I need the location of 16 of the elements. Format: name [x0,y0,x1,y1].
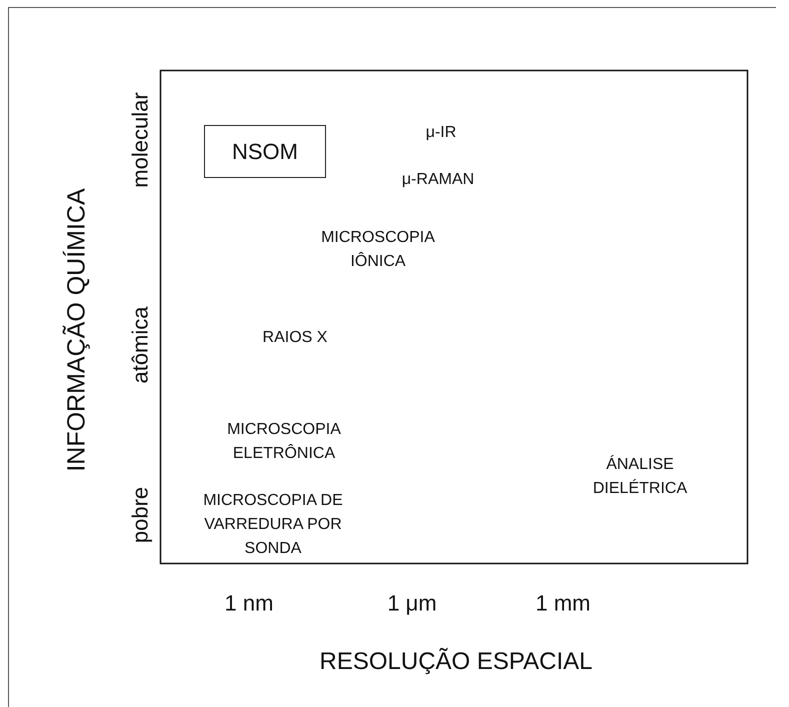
axis-title: RESOLUÇÃO ESPACIAL [320,646,592,677]
technique-label: MICROSCOPIA DE VARREDURA POR SONDA [202,491,344,559]
technique-label: μ-RAMAN [402,170,474,190]
technique-label: ÁNALISE DIELÉTRICA [592,454,688,499]
axis-tick-label: 1 mm [536,590,590,618]
axis-category: molecular [126,92,154,188]
technique-box: NSOM [204,125,326,178]
axis-tick-label: 1 nm [224,590,274,618]
technique-label: RAIOS X [262,328,328,348]
technique-label: MICROSCOPIA ELETRÔNICA [226,420,342,464]
technique-label: MICROSCOPIA IÔNICA [320,228,436,272]
axis-category: pobre [126,486,154,544]
technique-label: μ-IR [426,123,456,143]
axis-tick-label: 1 μm [387,590,437,618]
axis-title: INFORMAÇÃO QUÍMICA [61,188,92,472]
axis-category: atômica [126,306,154,384]
